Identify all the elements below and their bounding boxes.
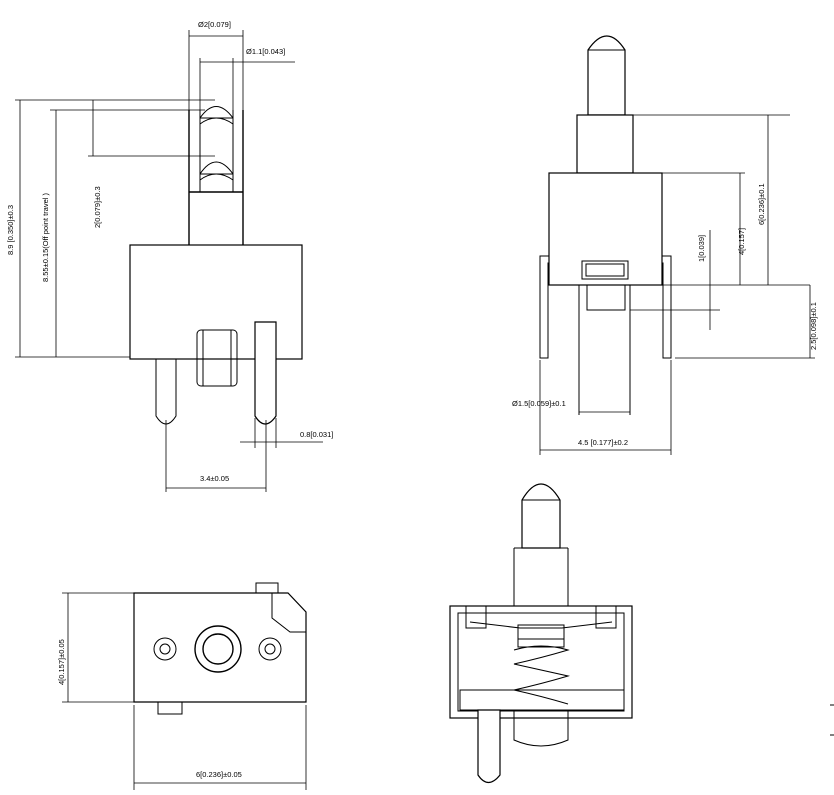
front-view-dimensions: Ø2[0.079] Ø1.1[0.043] 8.9 [0.350]±0.3 8.… — [6, 20, 333, 492]
dim-bottom-offset: 2.5[0.098]±0.1 — [809, 302, 818, 350]
section-view — [449, 483, 633, 784]
bottom-view — [133, 582, 307, 715]
dim-bottom-height: 4[0.157]±0.05 — [57, 639, 66, 685]
dim-body-height: 4[0.157] — [737, 228, 746, 255]
side-view-dimensions: 6[0.236]±0.1 4[0.157] 1[0.039] 2.5[0.098… — [512, 114, 818, 455]
dim-boss-dia: Ø1.5[0.059]±0.1 — [512, 399, 566, 408]
dim-terminal-width: 0.8[0.031] — [300, 430, 333, 439]
dim-overall-height: 8.9 [0.350]±0.3 — [6, 205, 15, 255]
dim-bottom-width: 6[0.236]±0.05 — [196, 770, 242, 779]
dim-plunger-top: 6[0.236]±0.1 — [757, 183, 766, 225]
dim-terminal-pitch: 3.4±0.05 — [200, 474, 229, 483]
dim-step: 1[0.039] — [697, 235, 706, 262]
dim-off-point: 8.55±0.15(Off point travel ) — [41, 192, 50, 282]
front-view — [129, 106, 303, 425]
edge-marks — [830, 704, 834, 736]
bottom-view-dimensions: 4[0.157]±0.05 6[0.236]±0.05 — [57, 592, 307, 790]
side-view — [539, 35, 672, 415]
dim-pin-dia-outer: Ø2[0.079] — [198, 20, 231, 29]
dim-pin-dia-inner: Ø1.1[0.043] — [246, 47, 285, 56]
dim-leg-span: 4.5 [0.177]±0.2 — [578, 438, 628, 447]
dim-travel: 2[0.079]±0.3 — [93, 186, 102, 228]
